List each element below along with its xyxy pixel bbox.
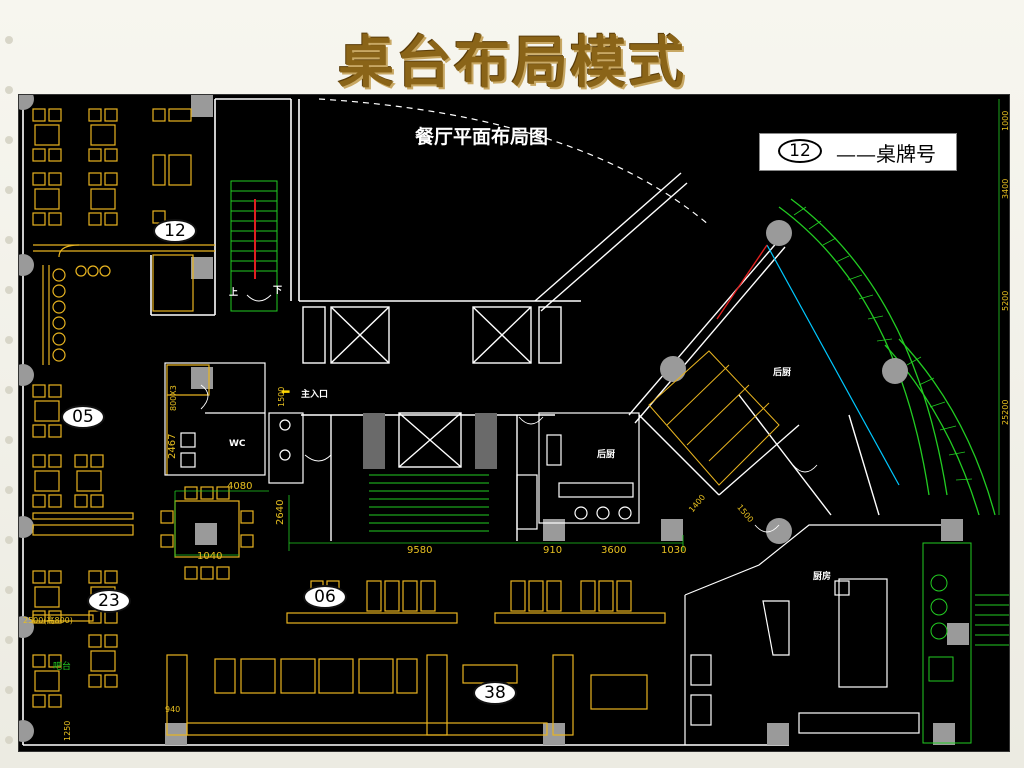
plan-title: 餐厅平面布局图	[415, 126, 549, 148]
dim-4080: 4080	[227, 481, 253, 492]
accent-line	[716, 244, 768, 320]
table-badge-38: 38	[473, 681, 517, 705]
dim-1250: 1250	[63, 720, 72, 741]
dim-800: 800X3	[169, 385, 178, 411]
back-kitchen-2-label: 后厨	[773, 368, 792, 378]
kitchen	[684, 524, 941, 745]
dashed-arc	[318, 98, 710, 226]
dim-1500: 1500	[277, 386, 286, 407]
dim-3400: 3400	[1001, 178, 1010, 199]
wc-label: WC	[229, 439, 246, 449]
dim-940: 940	[165, 705, 181, 714]
table-badge-23: 23	[87, 589, 131, 613]
legend-text: ——桌牌号	[836, 142, 936, 166]
slide-side-decoration	[5, 36, 13, 744]
dim-5200: 5200	[1001, 290, 1010, 311]
elevator-block	[301, 306, 562, 541]
dim-2467: 2467	[167, 433, 178, 459]
back-kitchen-1	[516, 412, 640, 530]
stair-top	[230, 180, 278, 312]
kitchen-equipment	[922, 542, 1009, 744]
round-columns	[19, 95, 908, 742]
dim-3600: 3600	[601, 545, 627, 556]
floor-plan-drawing	[19, 95, 1009, 746]
slide-title: 桌台布局模式	[338, 30, 686, 96]
dim-1040: 1040	[197, 551, 223, 562]
entrance-arrow-icon: ⬅	[281, 385, 291, 398]
table-badge-12: 12	[153, 219, 197, 243]
bottom-seating	[166, 580, 666, 736]
doors	[200, 294, 818, 533]
table-badge-05: 05	[61, 405, 105, 429]
legend: 12 ——桌牌号	[759, 133, 957, 171]
entrance-label: 主入口	[301, 390, 329, 400]
stair-down-label: 下	[273, 286, 283, 296]
main-stair	[369, 474, 489, 532]
dim-1000: 1000	[1001, 110, 1010, 131]
dim-910: 910	[543, 545, 563, 556]
dim-25200: 25200	[1001, 399, 1010, 425]
floor-plan: 餐厅平面布局图 12 ——桌牌号 12 05 23 06 38 ⬅ 主入口 WC…	[18, 94, 1010, 752]
dim-2640: 2640	[275, 499, 286, 525]
stair-up-label: 上	[229, 288, 239, 298]
wc-area	[164, 362, 304, 484]
kitchen-label: 厨房	[813, 572, 832, 582]
back-kitchen-2	[648, 350, 780, 486]
bar-label: 吧台	[53, 662, 72, 672]
back-kitchen-1-label: 后厨	[597, 450, 616, 460]
glass-line	[766, 244, 900, 486]
legend-table-number-badge: 12	[778, 139, 822, 163]
table-badge-06: 06	[303, 585, 347, 609]
dim-2500: 2500(高800)	[23, 616, 73, 625]
dim-9580: 9580	[407, 545, 433, 556]
dim-1030: 1030	[661, 545, 687, 556]
dimension-lines	[174, 99, 1000, 557]
